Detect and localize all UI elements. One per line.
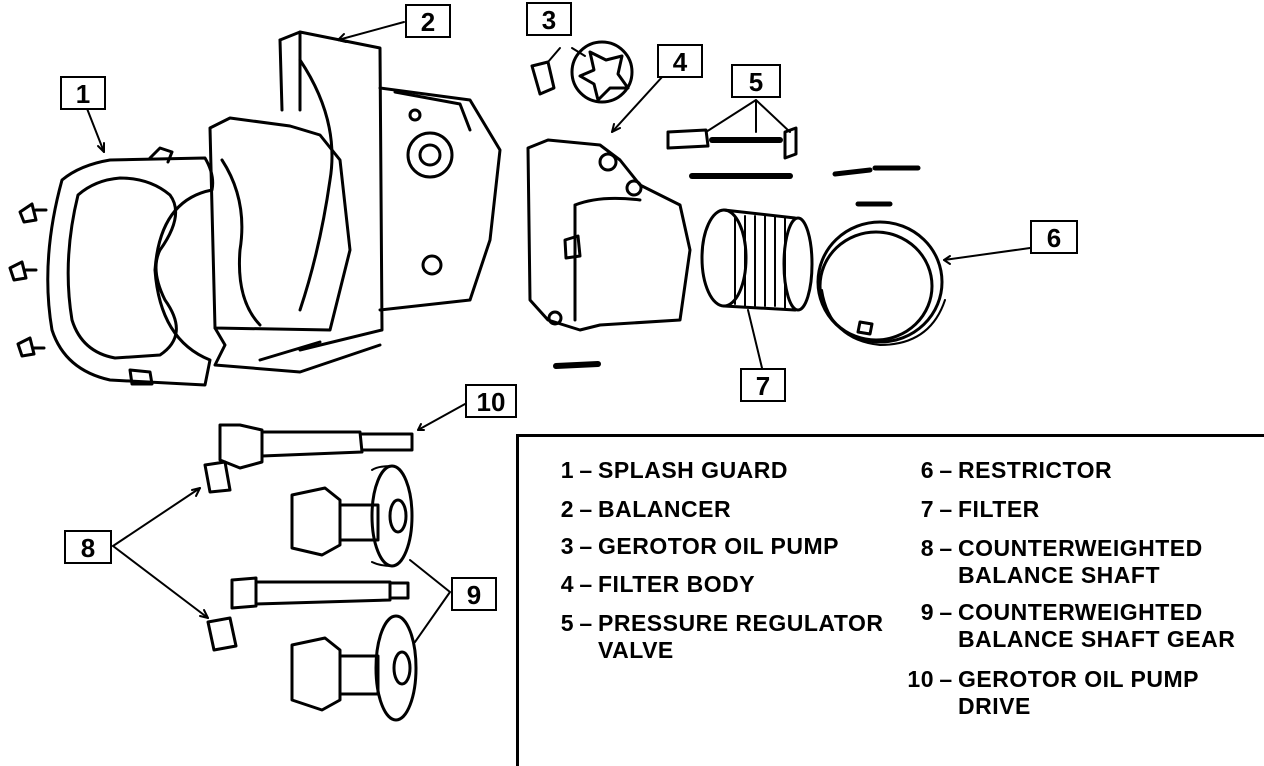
legend-item-1: 1–SPLASH GUARD xyxy=(560,457,789,483)
filter-part xyxy=(700,208,814,312)
balance-shaft-lower xyxy=(206,576,410,652)
callout-10: 10 xyxy=(465,384,517,418)
pressure-regulator-valve-part xyxy=(553,126,921,369)
callout-3: 3 xyxy=(526,2,572,36)
callout-6: 6 xyxy=(1030,220,1078,254)
balance-shaft-gear-lower xyxy=(290,614,418,722)
legend-item-6: 6–RESTRICTOR xyxy=(920,457,1113,483)
restrictor-part xyxy=(816,220,946,346)
callout-9: 9 xyxy=(451,577,497,611)
gerotor-oil-pump-part xyxy=(530,40,634,104)
filter-body-part xyxy=(526,138,692,332)
callout-2: 2 xyxy=(405,4,451,38)
legend-item-3: 3–GEROTOR OIL PUMP xyxy=(560,533,840,559)
balance-shaft-upper xyxy=(203,423,414,494)
legend-item-2: 2–BALANCER xyxy=(560,496,732,522)
balance-shaft-gear-upper xyxy=(290,464,414,568)
splash-guard-part xyxy=(8,146,215,387)
callout-5: 5 xyxy=(731,64,781,98)
legend-box xyxy=(516,434,1264,766)
callout-7: 7 xyxy=(740,368,786,402)
balancer-part xyxy=(208,30,502,374)
callout-4: 4 xyxy=(657,44,703,78)
leader-lines xyxy=(85,21,1031,643)
callout-1: 1 xyxy=(60,76,106,110)
callout-8: 8 xyxy=(64,530,112,564)
legend-item-4: 4–FILTER BODY xyxy=(560,571,756,597)
legend-item-7: 7–FILTER xyxy=(920,496,1040,522)
